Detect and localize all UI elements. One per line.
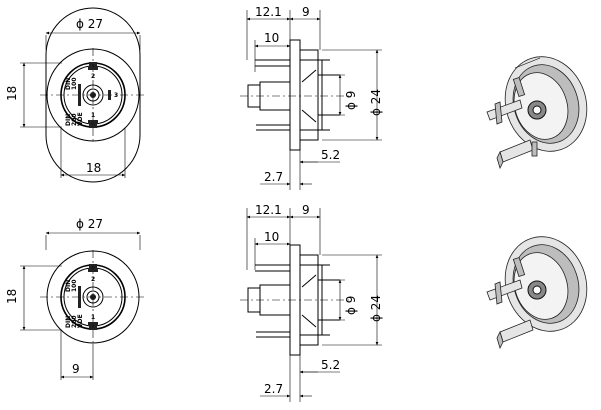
pin-1-label-bottom: 1 [91, 314, 95, 321]
dim-2-7-label-bottom: 2.7 [264, 382, 283, 396]
mark-200: 200 [71, 113, 78, 126]
mark-vde: VDE [77, 112, 84, 126]
connector-render-bottom [486, 236, 588, 350]
diameter-27-label: ϕ 27 [76, 17, 103, 31]
connector-render-top [486, 56, 588, 170]
mark-din-1-bottom: DIN [65, 280, 72, 292]
pin-3-label: 3 [114, 92, 118, 99]
dim-phi-24-label-bottom: ϕ 24 [369, 295, 383, 322]
height-18-label-bottom: 18 [5, 289, 19, 304]
side-view-top: 12.1 9 10 ϕ 9 ϕ 24 [240, 5, 383, 190]
dim-9-top-label-bottom: 9 [302, 203, 310, 217]
dim-phi-24-label: ϕ 24 [369, 89, 383, 116]
diameter-27-label-bottom: ϕ 27 [76, 217, 103, 231]
mark-din-2: DIN [65, 114, 72, 126]
dim-5-2-label-bottom: 5.2 [321, 358, 340, 372]
dim-10-label-bottom: 10 [264, 230, 279, 244]
dim-phi-9-label: ϕ 9 [344, 91, 358, 110]
dim-12-1-label-bottom: 12.1 [255, 203, 282, 217]
mark-din-2-bottom: DIN [65, 316, 72, 328]
dim-2-7-label: 2.7 [264, 170, 283, 184]
width-18-label: 18 [86, 161, 101, 175]
mark-100: 100 [71, 77, 78, 90]
dim-5-2-label: 5.2 [321, 148, 340, 162]
width-9-label: 9 [72, 362, 80, 376]
dim-12-1-label: 12.1 [255, 5, 282, 19]
mark-vde-bottom: VDE [77, 314, 84, 328]
mark-100-bottom: 100 [71, 279, 78, 292]
front-view-bottom: ϕ 27 2 1 DIN 100 DIN 200 VDE 18 9 [5, 217, 146, 380]
pin-1-label: 1 [91, 112, 95, 119]
dim-10-label: 10 [264, 31, 279, 45]
mark-200-bottom: 200 [71, 315, 78, 328]
mark-din-1: DIN [65, 78, 72, 90]
height-18-label: 18 [5, 86, 19, 101]
pin-2-label: 2 [91, 73, 95, 80]
dim-9-top-label: 9 [302, 5, 310, 19]
pin-2-label-bottom: 2 [91, 276, 95, 283]
dim-phi-9-label-bottom: ϕ 9 [344, 296, 358, 315]
side-view-bottom: 12.1 9 10 ϕ 9 ϕ 24 5.2 [240, 203, 383, 402]
front-view-top: ϕ 27 2 3 1 DIN 100 DIN 200 [5, 7, 146, 183]
